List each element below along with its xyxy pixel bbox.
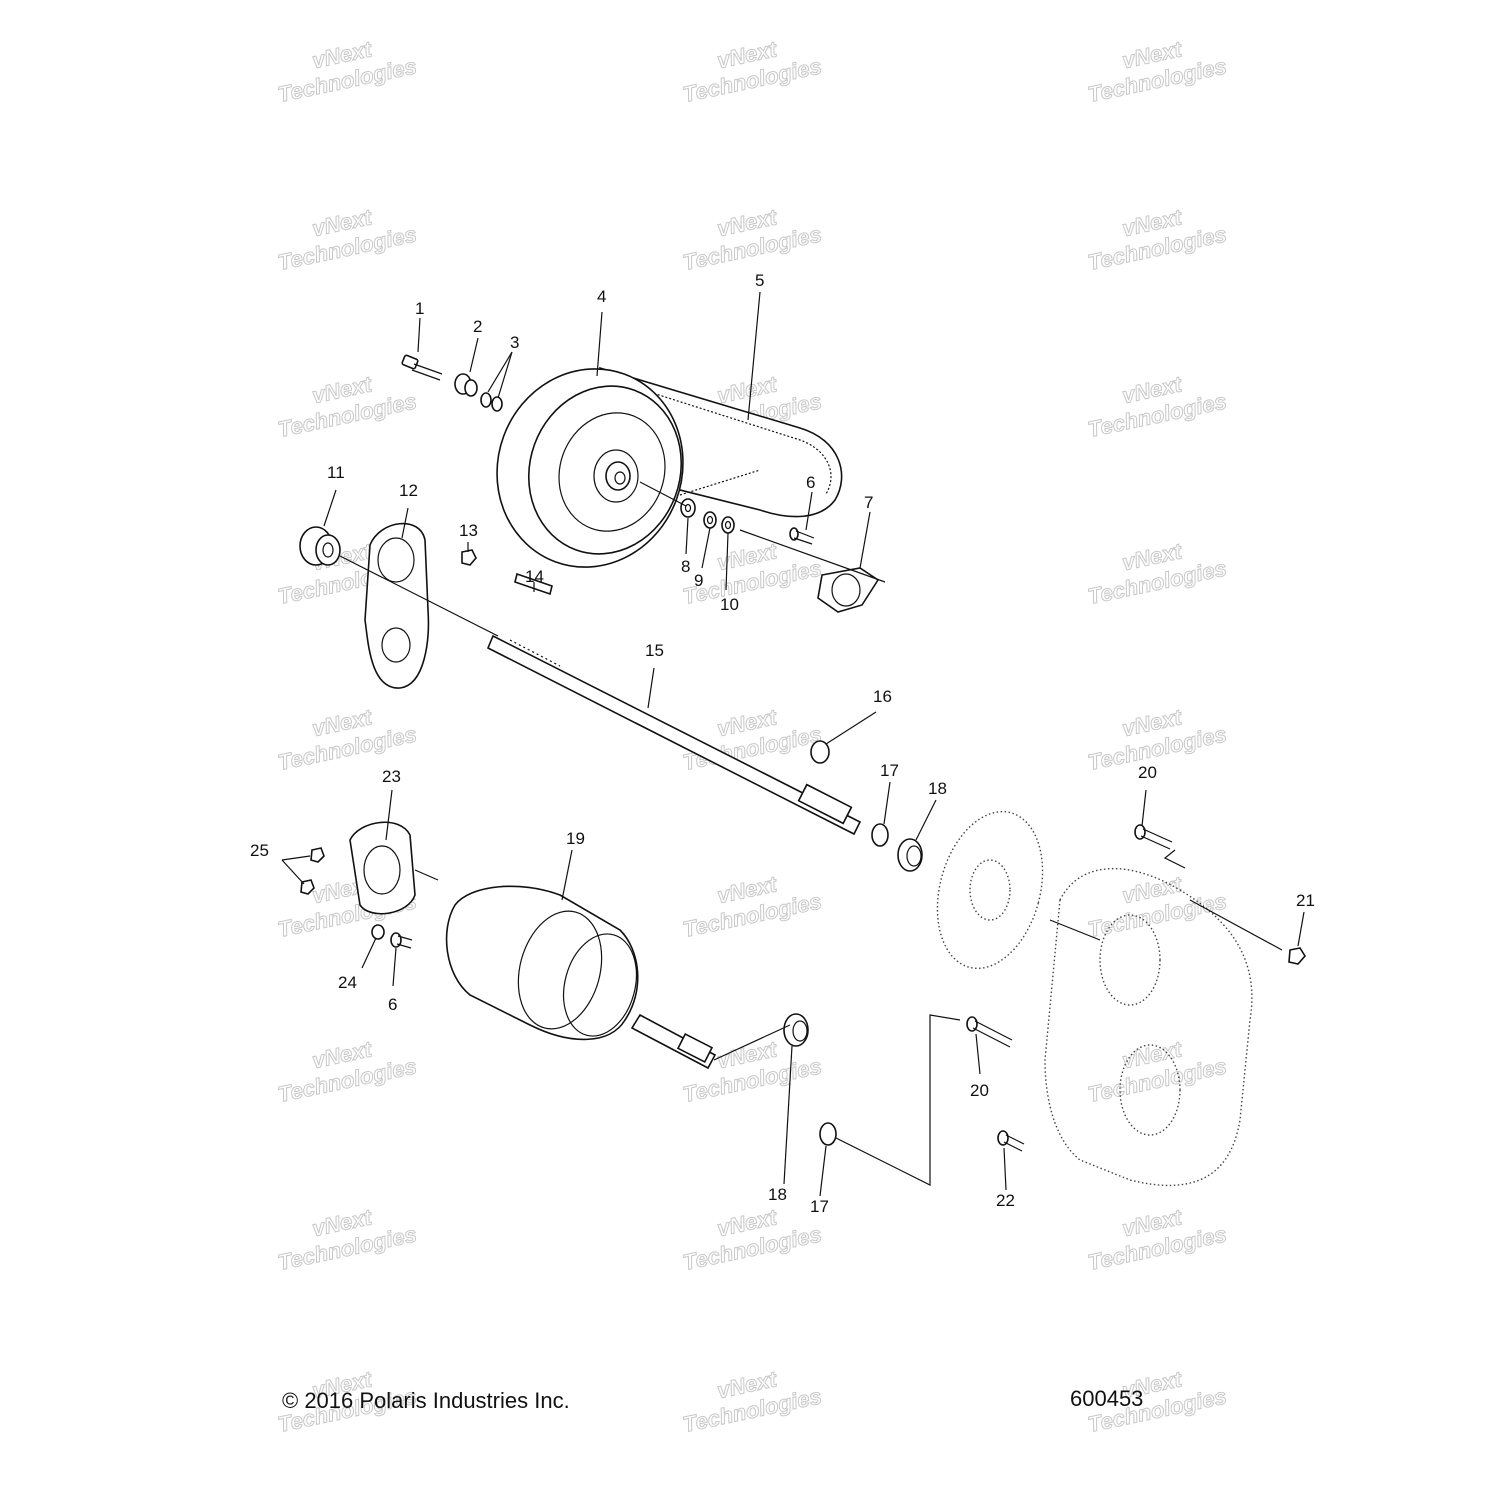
callout-5: 5	[755, 271, 764, 290]
part-17-snap-ring-lower	[819, 1122, 837, 1146]
callout-labels: 1 2 3 4 5 6 7 8 9 10 11 12 13 14 15 16 1…	[250, 271, 1315, 1216]
part-20-bolt-lower	[966, 1016, 1013, 1048]
part-11-bearing	[299, 526, 341, 566]
sprocket-dotted	[936, 810, 1044, 970]
leader-lines	[339, 481, 1283, 1186]
part-7-bearing-flange	[817, 567, 880, 613]
part-2-spacer	[454, 373, 478, 397]
part-22-bolt	[997, 1130, 1025, 1152]
part-9-washer	[703, 511, 717, 529]
callout-19: 19	[566, 829, 585, 848]
callout-24: 24	[338, 973, 357, 992]
callout-25: 25	[250, 841, 269, 860]
callout-17-upper: 17	[880, 761, 899, 780]
part-23-flange	[349, 821, 416, 915]
part-1-bolt	[401, 354, 443, 381]
part-21-nut	[1288, 947, 1306, 965]
part-20-bolt-upper	[1134, 824, 1173, 850]
callout-14: 14	[525, 567, 544, 586]
callout-20-upper: 20	[1138, 763, 1157, 782]
callout-9: 9	[694, 571, 703, 590]
part-18-bearing-lower	[783, 1013, 809, 1047]
callout-7: 7	[864, 493, 873, 512]
callout-3: 3	[510, 333, 519, 352]
callout-22: 22	[996, 1191, 1015, 1210]
callout-23: 23	[382, 767, 401, 786]
callout-13: 13	[459, 521, 478, 540]
part-13-nut	[461, 549, 477, 566]
part-10-washer	[721, 516, 735, 534]
part-19-drive-shaft	[445, 885, 717, 1070]
callout-1: 1	[415, 299, 424, 318]
callout-18-lower: 18	[768, 1185, 787, 1204]
part-16-o-ring	[810, 740, 830, 764]
callout-17-lower: 17	[810, 1197, 829, 1216]
callout-11: 11	[327, 463, 345, 482]
callout-18-upper: 18	[928, 779, 947, 798]
figure-number: 600453	[1070, 1386, 1143, 1411]
part-12-plate	[364, 522, 430, 689]
callout-6-upper: 6	[806, 473, 815, 492]
callout-10: 10	[720, 595, 739, 614]
callout-20-lower: 20	[970, 1081, 989, 1100]
part-8-washer	[680, 498, 696, 518]
callout-4: 4	[597, 287, 606, 306]
callout-leaders	[281, 291, 1305, 1197]
copyright-text: © 2016 Polaris Industries Inc.	[282, 1388, 570, 1413]
callout-12: 12	[399, 481, 418, 500]
callout-8: 8	[681, 557, 690, 576]
callout-2: 2	[473, 317, 482, 336]
callout-16: 16	[873, 687, 892, 706]
part-3-washers	[480, 392, 503, 412]
part-24-washer	[371, 924, 385, 940]
part-17-snap-ring-upper	[871, 823, 889, 847]
part-6-bolt-upper	[789, 527, 815, 545]
part-4-driven-clutch	[496, 368, 684, 568]
chaincase-housing-dotted	[1044, 867, 1253, 1187]
part-18-bearing-upper	[897, 838, 923, 872]
callout-21: 21	[1296, 891, 1315, 910]
callout-15: 15	[645, 641, 664, 660]
callout-6-lower: 6	[388, 995, 397, 1014]
part-6-bolt-lower	[390, 932, 413, 949]
part-15-jackshaft	[486, 634, 862, 836]
